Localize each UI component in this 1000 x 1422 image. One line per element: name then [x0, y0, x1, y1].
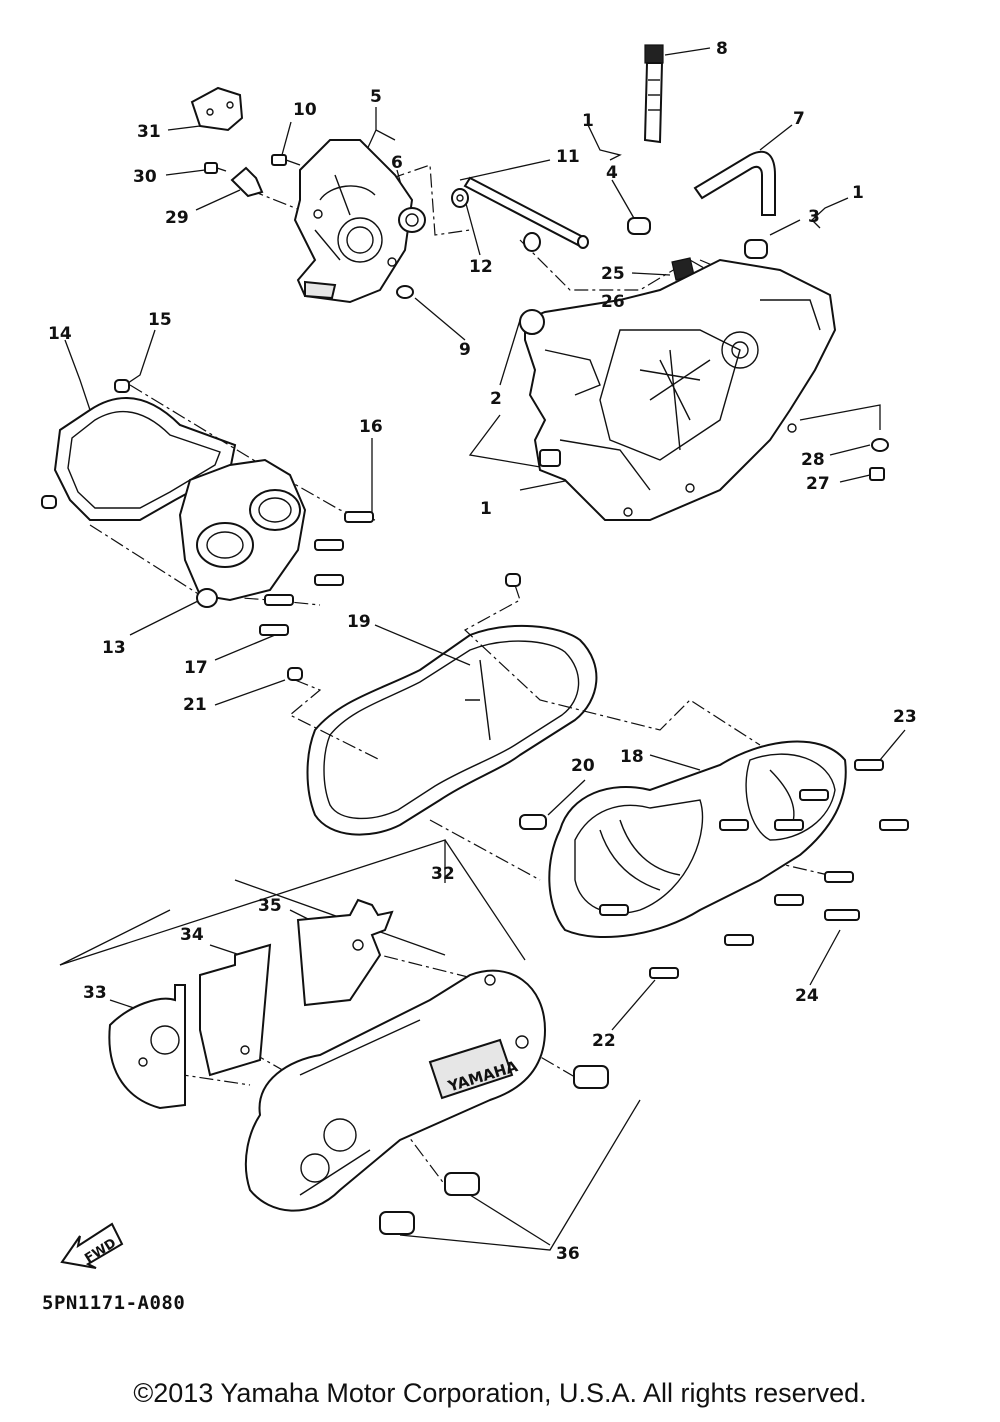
part-18-transmission-cover	[548, 740, 847, 939]
part-32-outer-cover	[244, 969, 547, 1212]
part-3-dowel	[744, 239, 768, 259]
callout-9: 9	[459, 340, 471, 360]
part-4-dowel	[627, 217, 651, 235]
part-36-grommets	[379, 1065, 609, 1235]
callout-29: 29	[165, 208, 189, 228]
callout-16: 16	[359, 417, 383, 437]
copyright-notice: ©2013 Yamaha Motor Corporation, U.S.A. A…	[133, 1378, 867, 1408]
callout-31: 31	[137, 122, 161, 142]
callout-11: 11	[556, 147, 580, 167]
callout-1: 1	[852, 183, 864, 203]
callout-36: 36	[556, 1244, 580, 1264]
part-20-dowel	[519, 814, 547, 830]
part-15-dowel	[114, 379, 130, 393]
callout-20: 20	[571, 756, 595, 776]
callout-5: 5	[370, 87, 382, 107]
diagram-code: 5PN1171-A080	[42, 1292, 186, 1314]
part-7-hose	[693, 150, 776, 216]
part-34-plate	[199, 943, 272, 1077]
callout-17: 17	[184, 658, 208, 678]
callout-13: 13	[102, 638, 126, 658]
callout-18: 18	[620, 747, 644, 767]
callout-22: 22	[592, 1031, 616, 1051]
part-33-plate	[108, 984, 186, 1110]
callout-27: 27	[806, 474, 830, 494]
callout-10: 10	[293, 100, 317, 120]
callout-14: 14	[48, 324, 72, 344]
callout-3: 3	[808, 207, 820, 227]
callout-8: 8	[716, 39, 728, 59]
part-10-bolt	[271, 154, 301, 166]
part-31-cover-plate	[190, 86, 244, 132]
part-11-shaft	[463, 176, 589, 249]
part-28-washer	[871, 438, 889, 452]
callout-34: 34	[180, 925, 204, 945]
part-22-bolts	[599, 904, 754, 979]
part-29-clip	[230, 166, 264, 198]
part-24-bolt	[824, 909, 860, 921]
callout-12: 12	[469, 257, 493, 277]
part-5-bearing-housing	[293, 139, 414, 304]
callout-7: 7	[793, 109, 805, 129]
callout-30: 30	[133, 167, 157, 187]
callout-25: 25	[601, 264, 625, 284]
part-30-bolt	[204, 162, 227, 174]
callout-23: 23	[893, 707, 917, 727]
part-14-dowel	[41, 495, 57, 509]
callout-33: 33	[83, 983, 107, 1003]
part-19-dowel	[505, 573, 521, 587]
part-16-bolts	[259, 511, 374, 636]
callout-2: 2	[490, 389, 502, 409]
callout-19: 19	[347, 612, 371, 632]
part-35-plate	[296, 898, 394, 1007]
callout-28: 28	[801, 450, 825, 470]
part-27-bolt	[869, 467, 885, 481]
part-6-bushing	[398, 207, 426, 233]
fwd-arrow-icon: FWD	[60, 1222, 124, 1269]
part-23-bolts	[719, 759, 909, 906]
callout-32: 32	[431, 864, 455, 884]
part-14-gasket	[53, 397, 237, 521]
part-8-tie	[643, 44, 664, 144]
part-13-bearing-cover	[178, 458, 307, 608]
callout-numbers: 1 1 1 2 3 4 5 6 7 8 9 10 11 12 13 14 15 …	[48, 39, 917, 1264]
callout-1: 1	[480, 499, 492, 519]
part-21-dowel	[287, 667, 303, 681]
part-12-washer	[451, 188, 469, 208]
part-9-plug	[396, 285, 414, 299]
leader-lines	[59, 47, 906, 1251]
callout-35: 35	[258, 896, 282, 916]
callout-6: 6	[391, 153, 403, 173]
callout-21: 21	[183, 695, 207, 715]
callout-24: 24	[795, 986, 819, 1006]
callout-15: 15	[148, 310, 172, 330]
callout-1: 1	[582, 111, 594, 131]
part-shaft-washer	[523, 232, 541, 252]
part-19-gasket	[306, 625, 598, 836]
callout-26: 26	[601, 292, 625, 312]
callout-4: 4	[606, 163, 618, 183]
part-1-crankcase	[519, 258, 837, 521]
